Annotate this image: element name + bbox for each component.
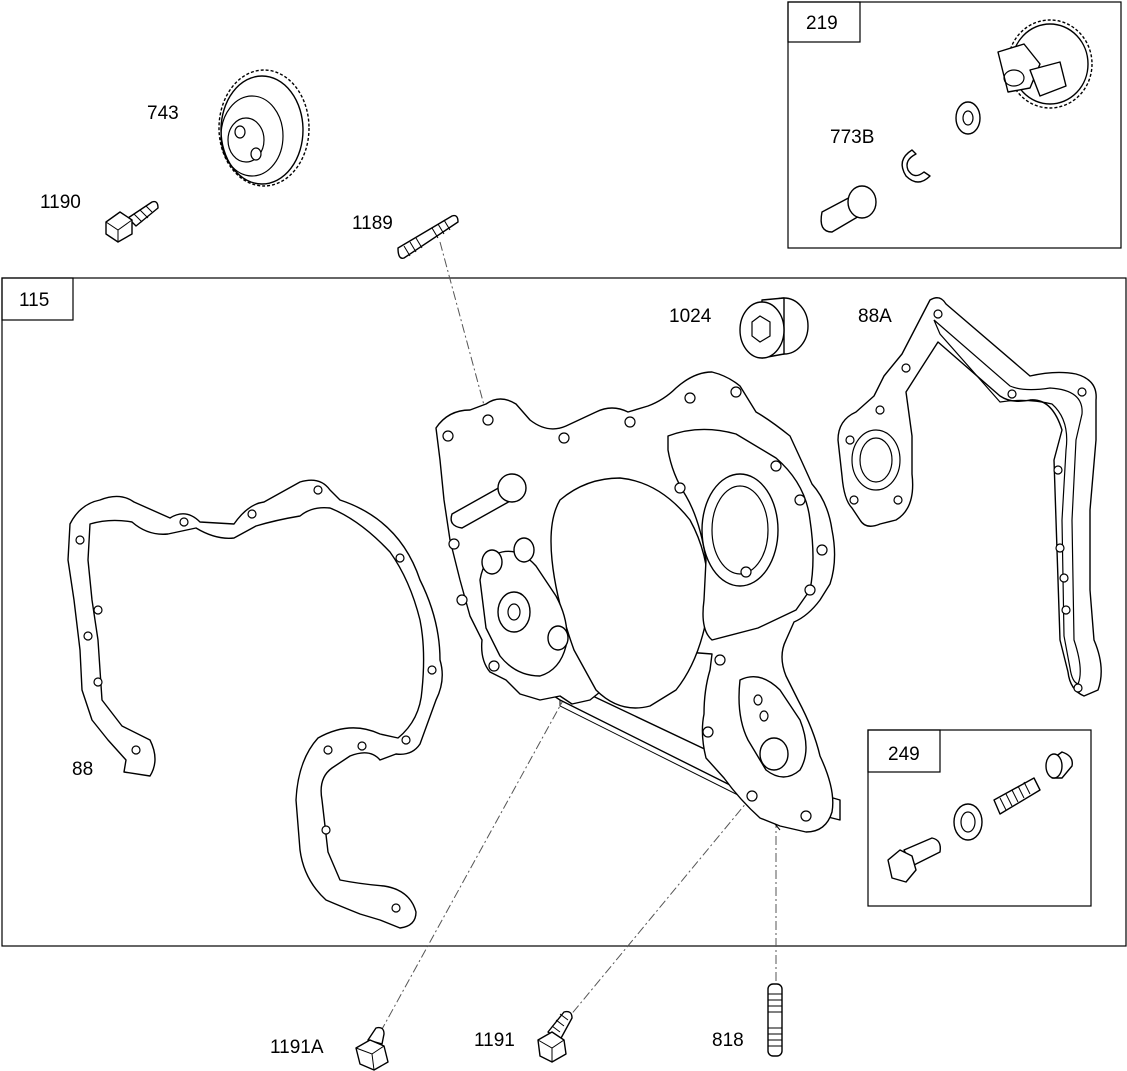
governor-shaft-219-icon (820, 185, 877, 233)
callout-773b[interactable]: 773B (830, 127, 874, 148)
bolt-1191a-icon (355, 1026, 389, 1071)
callout-88[interactable]: 88 (72, 759, 93, 780)
gasket-88-icon (67, 479, 443, 929)
bolt-1191-icon (537, 1010, 573, 1063)
oil-seal-1024-icon (739, 297, 809, 359)
callout-1024[interactable]: 1024 (669, 306, 712, 327)
stud-1189-icon (397, 214, 459, 259)
retaining-ring-773b-icon (901, 149, 931, 183)
governor-gear-219-icon (997, 19, 1093, 109)
stud-818-icon (767, 983, 783, 1057)
callout-1189[interactable]: 1189 (352, 213, 393, 234)
kit-219-frame (787, 1, 1122, 249)
callout-1191[interactable]: 1191 (474, 1030, 515, 1051)
callout-1190[interactable]: 1190 (40, 192, 81, 213)
callout-219[interactable]: 219 (806, 13, 838, 34)
assembly-115-frame (1, 277, 1127, 947)
bolt-1190-icon (105, 200, 159, 243)
callout-818[interactable]: 818 (712, 1030, 744, 1051)
washer-219-icon (955, 101, 981, 135)
callout-743[interactable]: 743 (147, 103, 179, 124)
cam-gear-743-icon (218, 69, 310, 187)
cover-115-icon (435, 371, 841, 833)
callout-1191a[interactable]: 1191A (270, 1037, 324, 1058)
callout-249[interactable]: 249 (888, 744, 920, 765)
relief-valve-249-icon (887, 751, 1073, 883)
gasket-88a-icon (837, 297, 1102, 697)
callout-115[interactable]: 115 (19, 290, 49, 311)
callout-88a[interactable]: 88A (858, 306, 892, 327)
kit-249-frame (867, 729, 1092, 907)
